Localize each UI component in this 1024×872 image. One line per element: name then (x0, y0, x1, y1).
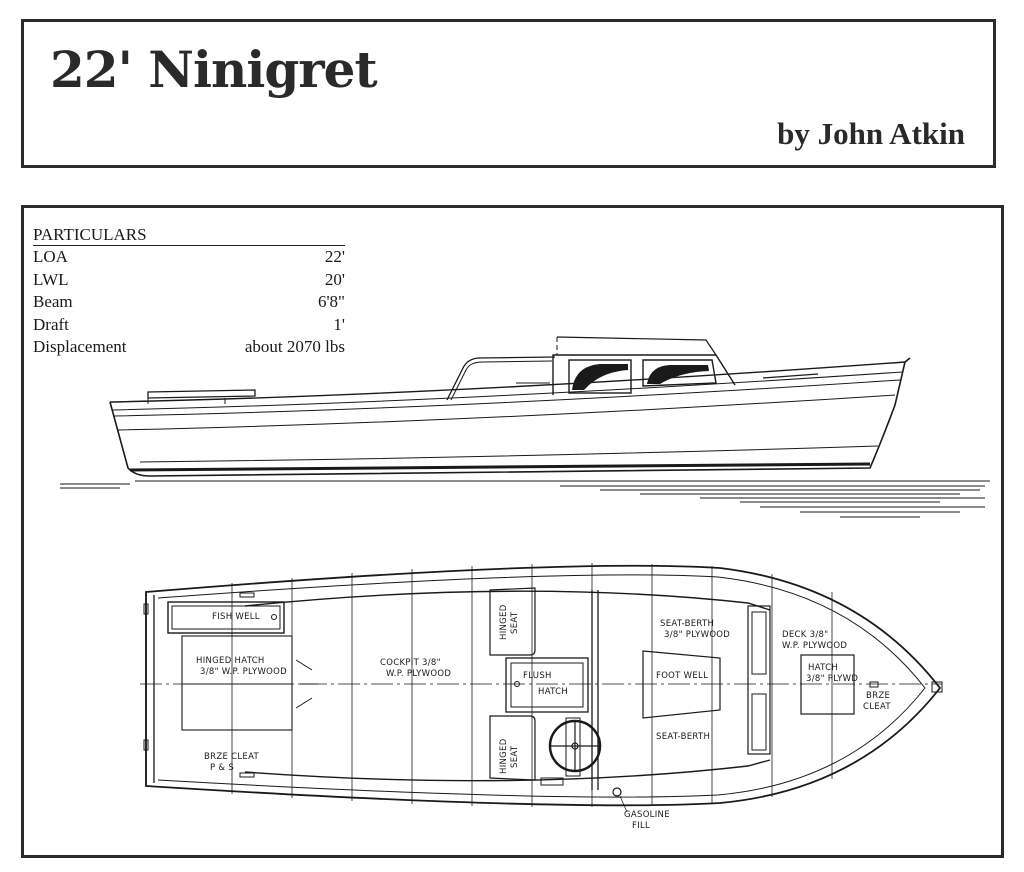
label-cockpit-spec: W.P. PLYWOOD (386, 669, 451, 679)
label-brze-cleat-aft-b: P & S (210, 763, 234, 773)
particulars-row: LOA 22' (33, 246, 345, 269)
label-flush: FLUSH (523, 671, 552, 681)
particulars-table: PARTICULARS LOA 22' LWL 20' Beam 6'8" Dr… (33, 224, 345, 359)
particular-value: 1' (333, 314, 345, 334)
label-hinged-seat-top-b: SEAT (510, 611, 520, 634)
plan-hull-outline (145, 564, 942, 807)
sheer-line (109, 361, 906, 403)
label-deck-spec: W.P. PLYWOOD (782, 641, 847, 651)
particulars-row: Displacement about 2070 lbs (33, 336, 345, 359)
label-seat-berth-bottom: SEAT-BERTH (656, 732, 710, 742)
label-hatch-fwd: HATCH (808, 663, 838, 673)
particulars-row: LWL 20' (33, 269, 345, 292)
label-gasoline: GASOLINE (624, 810, 670, 820)
label-hinged-seat-top: HINGED (499, 604, 509, 640)
label-foot-well: FOOT WELL (656, 671, 708, 681)
label-brze-cleat-fwd-b: CLEAT (863, 702, 891, 712)
label-fish-well: FISH WELL (212, 612, 260, 622)
label-hinged-seat-bottom-b: SEAT (510, 745, 520, 768)
label-brze-cleat-fwd: BRZE (866, 691, 890, 701)
particular-label: LOA (33, 247, 68, 266)
profile-view (60, 336, 990, 518)
hull-outline (109, 357, 911, 477)
label-hatch: HATCH (538, 687, 568, 697)
particular-label: Draft (33, 314, 69, 334)
title-box: 22' Ninigret by John Atkin (21, 19, 996, 168)
particular-value: 20' (324, 269, 345, 289)
label-hinged-seat-bottom: HINGED (499, 738, 509, 774)
label-deck: DECK 3/8" (782, 630, 828, 640)
label-brze-cleat-aft: BRZE CLEAT (204, 752, 260, 762)
particular-value: 6'8" (317, 292, 345, 311)
plan-view: FISH WELL HINGED HATCH 3/8" W.P. PLYWOOD… (140, 563, 943, 831)
water-lines (60, 480, 990, 518)
particular-value: 22' (324, 247, 345, 266)
label-hinged-hatch: HINGED HATCH (196, 656, 265, 666)
particular-label: Displacement (33, 337, 127, 356)
station-lines (231, 563, 833, 807)
label-hinged-hatch-spec: 3/8" W.P. PLYWOOD (200, 667, 287, 677)
label-hatch-fwd-spec: 3/8" PLYWD (806, 674, 858, 684)
particulars-row: Beam 6'8" (33, 291, 345, 314)
particular-value: about 2070 lbs (244, 337, 345, 356)
page-title: 22' Ninigret (50, 40, 378, 99)
particulars-row: Draft 1' (33, 314, 345, 337)
label-cockpit: COCKPIT 3/8" (380, 658, 441, 668)
label-gasoline-b: FILL (632, 821, 650, 831)
drawing-frame (21, 205, 1004, 858)
label-seat-berth-top: SEAT-BERTH (660, 619, 714, 629)
particular-label: Beam (33, 292, 73, 311)
particulars-heading: PARTICULARS (33, 224, 345, 246)
particular-label: LWL (33, 269, 69, 289)
label-seat-berth-top-spec: 3/8" PLYWOOD (664, 630, 730, 640)
byline: by John Atkin (777, 116, 965, 151)
